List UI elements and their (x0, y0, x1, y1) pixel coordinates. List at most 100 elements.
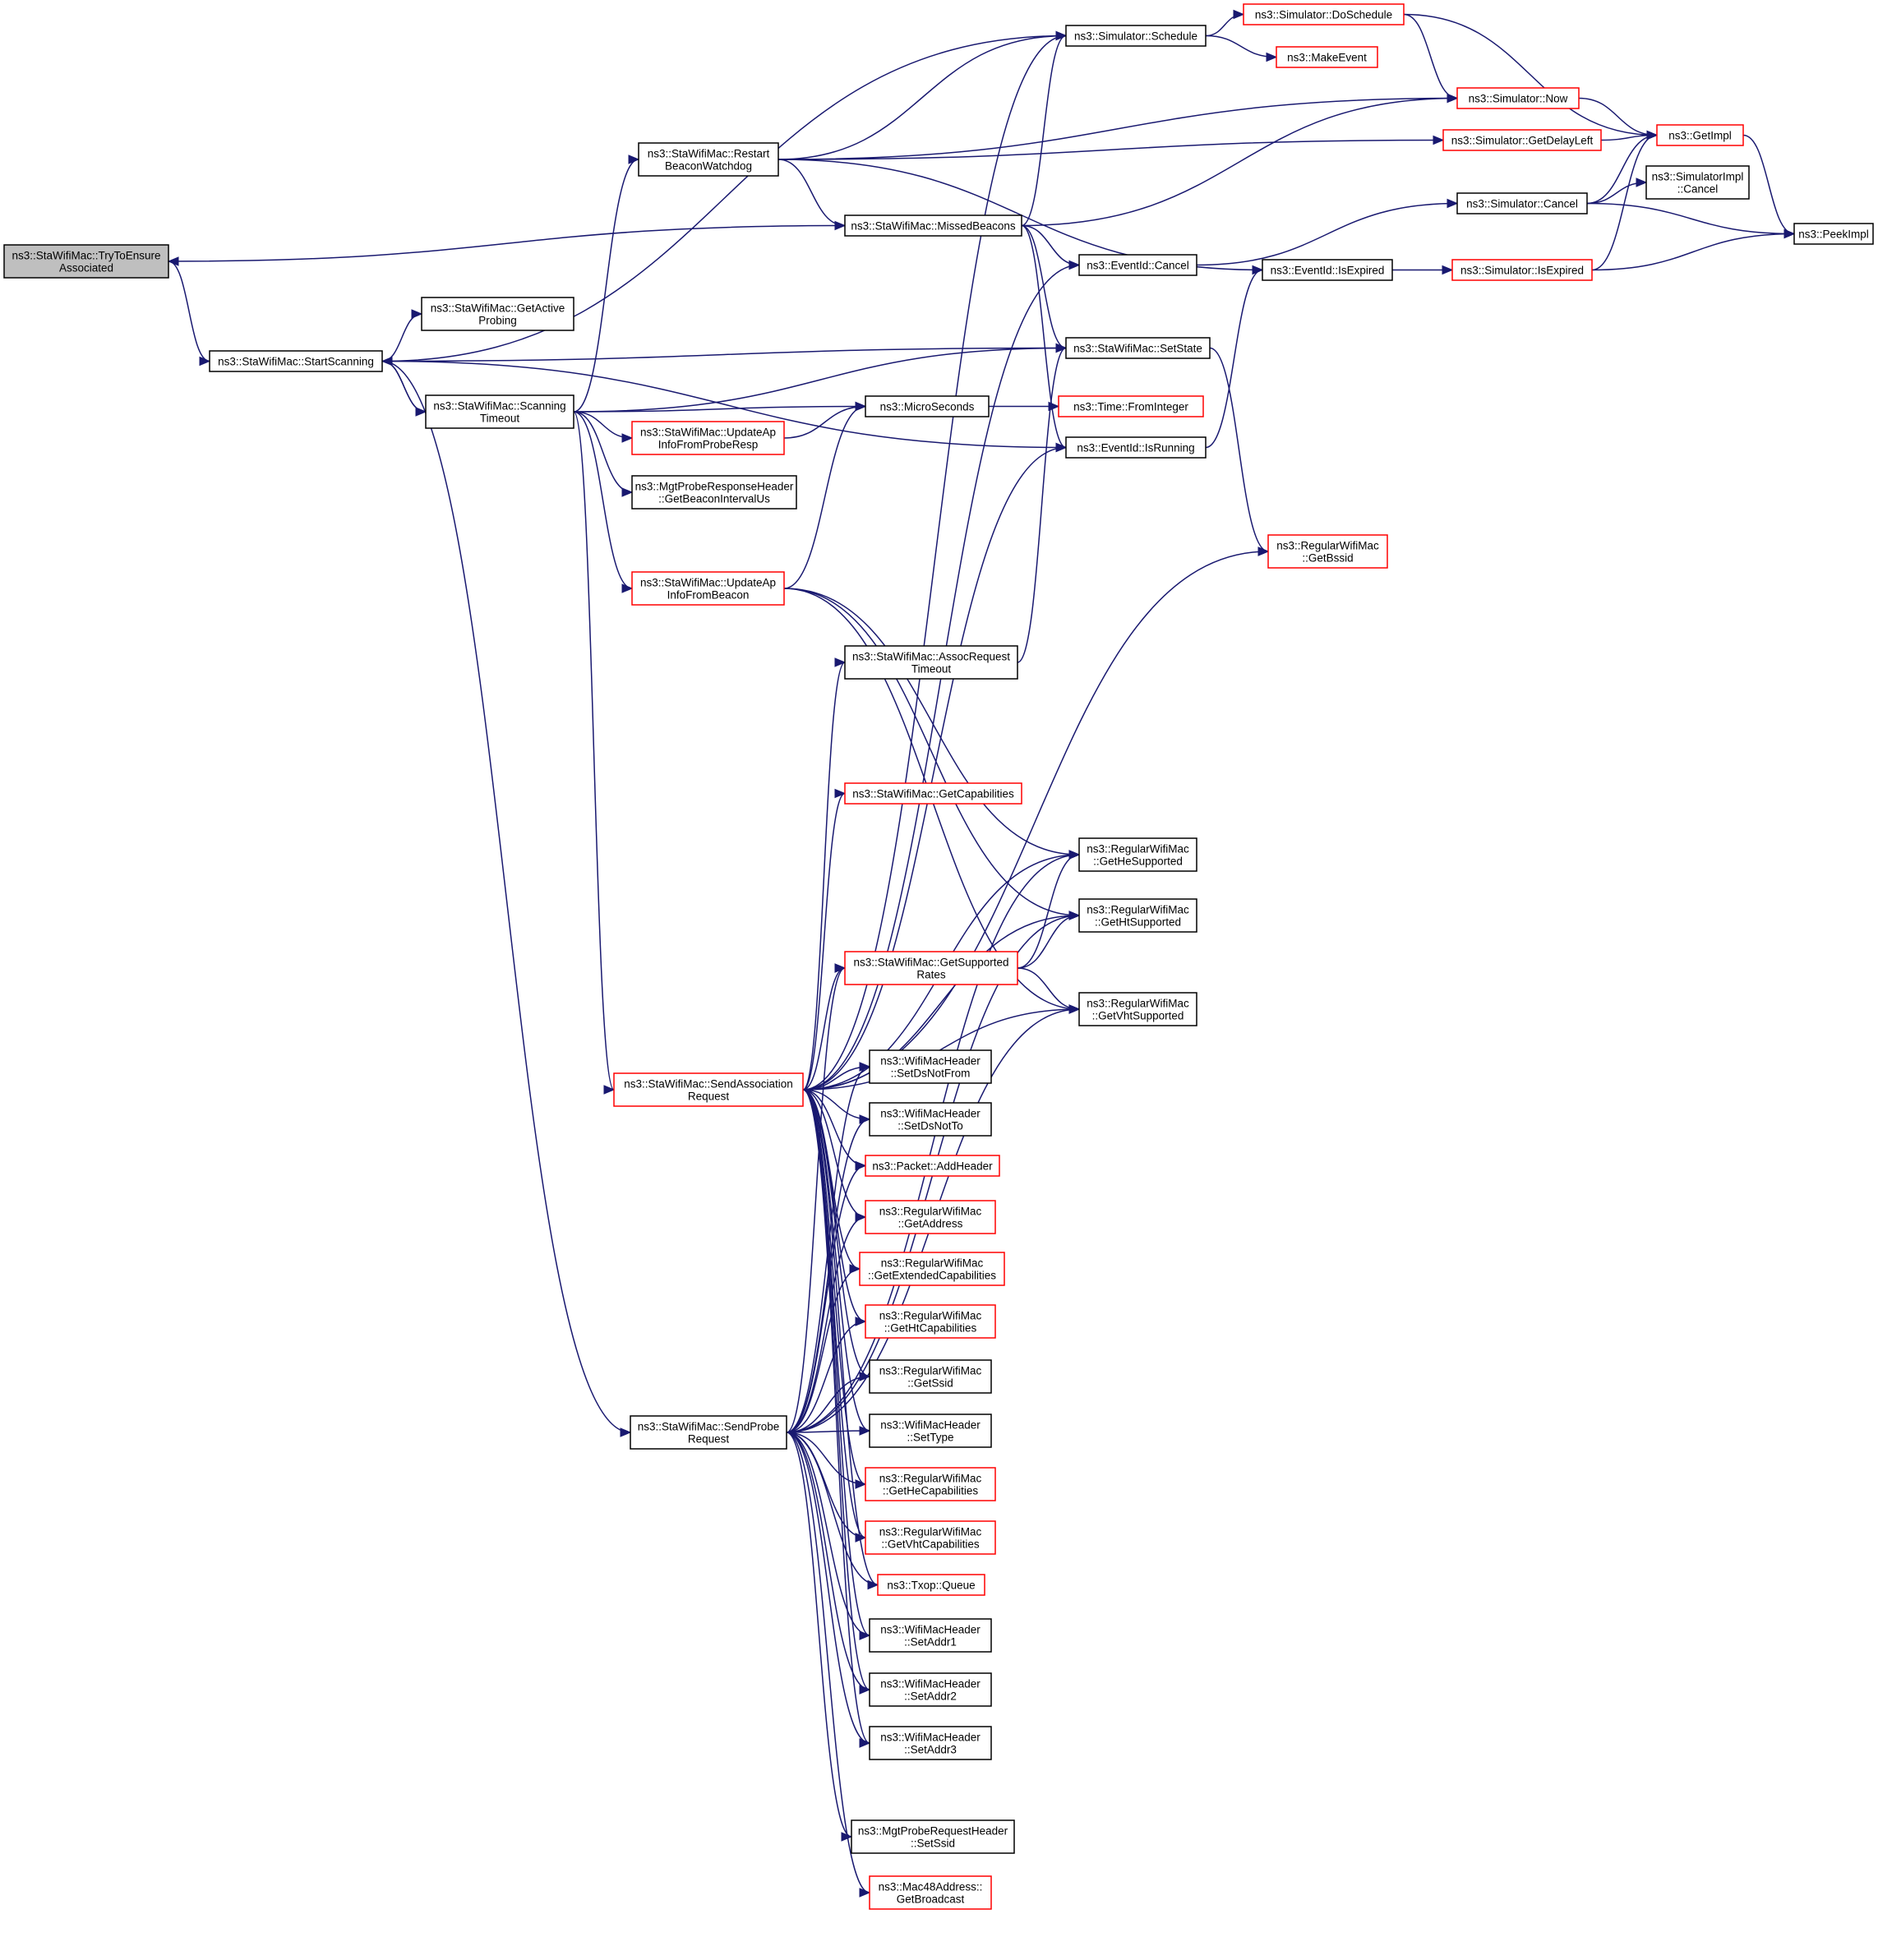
node-label: ::GetVhtSupported (1092, 1010, 1184, 1022)
node-box (865, 395, 990, 417)
node-schedule[interactable]: ns3::Simulator::Schedule (1065, 25, 1207, 47)
node-box (865, 1520, 996, 1555)
node-setSsid[interactable]: ns3::MgtProbeRequestHeader::SetSsid (851, 1819, 1015, 1854)
node-getHtCaps[interactable]: ns3::RegularWifiMac::GetHtCapabilities (865, 1304, 996, 1339)
node-setType[interactable]: ns3::WifiMacHeader::SetType (869, 1414, 992, 1448)
node-box (844, 645, 1018, 680)
node-fromInteger[interactable]: ns3::Time::FromInteger (1058, 395, 1204, 417)
node-label: Rates (916, 969, 946, 981)
node-getVhtSupported[interactable]: ns3::RegularWifiMac::GetVhtSupported (1078, 992, 1197, 1026)
node-label: ::GetAddress (898, 1218, 963, 1230)
node-box (638, 142, 779, 177)
edge-sendAssoc-to-txopQueue (802, 1089, 879, 1586)
edge-updateProbeResp-to-microSeconds (783, 405, 866, 439)
node-label: ns3::RegularWifiMac (881, 1257, 984, 1270)
node-label: ::GetHtSupported (1095, 916, 1181, 929)
node-getHeSupported[interactable]: ns3::RegularWifiMac::GetHeSupported (1078, 837, 1197, 872)
node-simImplCancel[interactable]: ns3::SimulatorImpl::Cancel (1645, 165, 1750, 200)
node-label: Timeout (480, 413, 520, 425)
node-setAddr2[interactable]: ns3::WifiMacHeader::SetAddr2 (869, 1672, 992, 1707)
edge-missedBeacons-to-eventCancel (1021, 224, 1080, 266)
arrowhead-scanningTimeout-to-getBeaconInterval (621, 487, 634, 497)
arrowhead-restartBeacon-to-getDelayLeft (1433, 135, 1445, 145)
node-getSsid[interactable]: ns3::RegularWifiMac::GetSsid (869, 1359, 992, 1394)
node-label: ns3::WifiMacHeader (880, 1624, 981, 1636)
node-doSchedule[interactable]: ns3::Simulator::DoSchedule (1243, 3, 1405, 25)
arrowhead-isRunning-to-isExpired (1252, 265, 1264, 275)
node-label: ns3::StaWifiMac::MissedBeacons (851, 220, 1016, 233)
edge-sendProbe-to-setAddr3 (786, 1432, 870, 1744)
node-box (1793, 223, 1874, 245)
edge-startScanning-to-setState (381, 347, 1067, 362)
node-now[interactable]: ns3::Simulator::Now (1456, 87, 1580, 109)
node-label: ::GetBssid (1302, 552, 1353, 565)
node-addHeader[interactable]: ns3::Packet::AddHeader (865, 1155, 1000, 1177)
node-missedBeacons[interactable]: ns3::StaWifiMac::MissedBeacons (844, 214, 1022, 237)
node-box (1078, 837, 1197, 872)
node-getBssid[interactable]: ns3::RegularWifiMac::GetBssid (1267, 534, 1388, 569)
node-peekImpl[interactable]: ns3::PeekImpl (1793, 223, 1874, 245)
node-box (869, 1618, 992, 1653)
edge-eventCancel-to-simCancel (1196, 202, 1458, 266)
node-isExpired[interactable]: ns3::EventId::IsExpired (1262, 259, 1393, 281)
edge-sendProbe-to-getHeCaps (786, 1432, 866, 1485)
node-setAddr3[interactable]: ns3::WifiMacHeader::SetAddr3 (869, 1726, 992, 1760)
node-box (1262, 259, 1393, 281)
node-setDsNotFrom[interactable]: ns3::WifiMacHeader::SetDsNotFrom (869, 1049, 992, 1084)
node-getDelayLeft[interactable]: ns3::Simulator::GetDelayLeft (1442, 129, 1602, 151)
node-setAddr1[interactable]: ns3::WifiMacHeader::SetAddr1 (869, 1618, 992, 1653)
node-label: ns3::GetImpl (1668, 130, 1732, 142)
node-startScanning[interactable]: ns3::StaWifiMac::StartScanning (209, 350, 383, 372)
node-simIsExpired[interactable]: ns3::Simulator::IsExpired (1451, 259, 1593, 281)
node-microSeconds[interactable]: ns3::MicroSeconds (865, 395, 990, 417)
node-getVhtCaps[interactable]: ns3::RegularWifiMac::GetVhtCapabilities (865, 1520, 996, 1555)
node-setDsNotTo[interactable]: ns3::WifiMacHeader::SetDsNotTo (869, 1102, 992, 1137)
node-txopQueue[interactable]: ns3::Txop::Queue (877, 1574, 985, 1596)
node-label: ns3::StaWifiMac::AssocRequest (852, 651, 1010, 663)
edge-getSupportedRates-to-getHeSupported (1017, 854, 1080, 969)
node-getExtCaps[interactable]: ns3::RegularWifiMac::GetExtendedCapabili… (859, 1252, 1005, 1286)
node-getHeCaps[interactable]: ns3::RegularWifiMac::GetHeCapabilities (865, 1467, 996, 1501)
arrowhead-sendAssoc-to-getCapabilities (834, 788, 847, 799)
node-getBroadcast[interactable]: ns3::Mac48Address::GetBroadcast (869, 1875, 992, 1910)
node-eventCancel[interactable]: ns3::EventId::Cancel (1078, 254, 1197, 276)
node-simCancel[interactable]: ns3::Simulator::Cancel (1456, 192, 1588, 214)
edge-scanningTimeout-to-sendAssoc (573, 411, 615, 1091)
node-getAddress[interactable]: ns3::RegularWifiMac::GetAddress (865, 1200, 996, 1234)
node-setState[interactable]: ns3::StaWifiMac::SetState (1065, 337, 1211, 359)
node-label: ns3::StaWifiMac::UpdateAp (640, 427, 776, 439)
edge-updateBeacon-to-getHtSupported (783, 588, 1080, 916)
node-label: ns3::Simulator::Now (1469, 93, 1568, 105)
arrowhead-sendAssoc-to-eventCancel (1068, 260, 1081, 270)
node-box (869, 1102, 992, 1137)
node-updateProbeResp[interactable]: ns3::StaWifiMac::UpdateApInfoFromProbeRe… (631, 421, 785, 455)
node-box (613, 1072, 804, 1107)
edge-startScanning-to-isRunning (381, 360, 1067, 449)
edge-simCancel-to-peekImpl (1586, 202, 1795, 235)
node-label: ns3::Packet::AddHeader (872, 1160, 993, 1173)
edge-tryToEnsure-to-startScanning (168, 261, 210, 362)
node-makeEvent[interactable]: ns3::MakeEvent (1276, 46, 1378, 68)
node-box (209, 350, 383, 372)
node-label: Request (688, 1433, 730, 1446)
edge-sendProbe-to-setDsNotFrom (786, 1066, 870, 1433)
node-label: ns3::EventId::IsExpired (1271, 265, 1385, 277)
node-isRunning[interactable]: ns3::EventId::IsRunning (1065, 436, 1207, 459)
node-label: InfoFromBeacon (667, 589, 750, 602)
node-getCapabilities[interactable]: ns3::StaWifiMac::GetCapabilities (844, 782, 1022, 805)
node-getBeaconInterval[interactable]: ns3::MgtProbeResponseHeader::GetBeaconIn… (631, 475, 797, 510)
node-getHtSupported[interactable]: ns3::RegularWifiMac::GetHtSupported (1078, 898, 1197, 933)
node-getImpl[interactable]: ns3::GetImpl (1656, 124, 1744, 146)
edge-restartBeacon-to-schedule (778, 35, 1067, 160)
node-box (844, 951, 1018, 985)
node-label: ::SetSsid (911, 1838, 955, 1850)
